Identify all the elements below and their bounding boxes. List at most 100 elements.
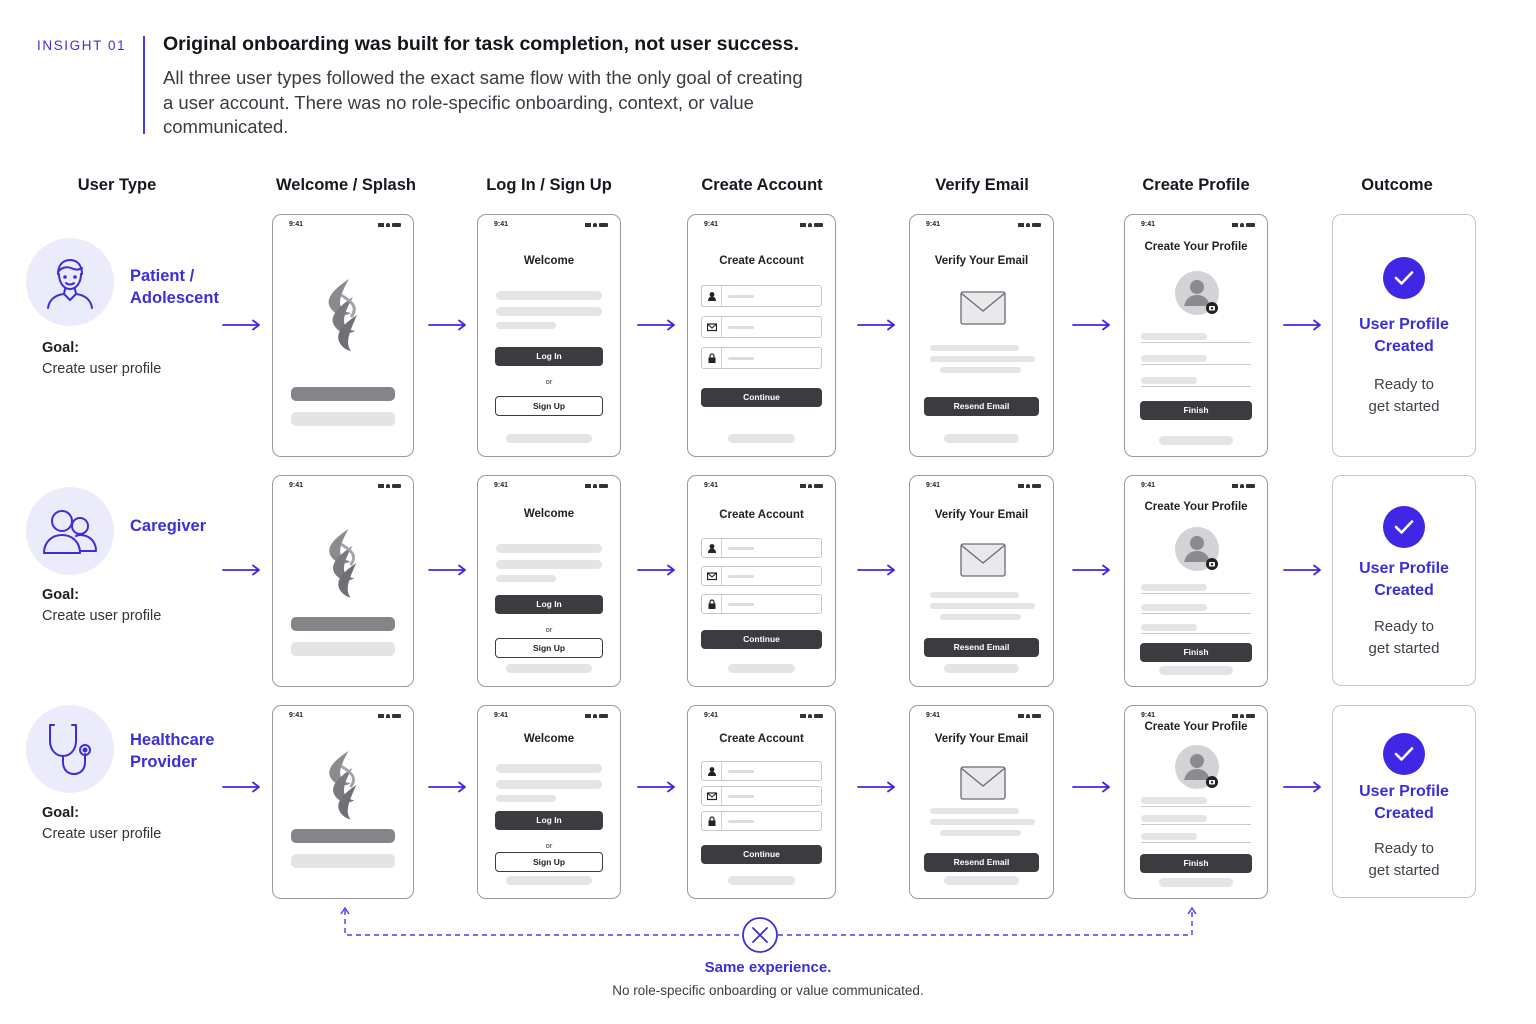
envelope-icon [960, 543, 1006, 577]
form-input-line [1141, 364, 1251, 365]
password-field[interactable] [701, 594, 822, 614]
screen-title: Create Your Profile [1144, 501, 1248, 513]
signal-icon [800, 714, 806, 718]
outcome-subtitle-line: Ready to [1373, 376, 1435, 393]
field-icon-box [702, 317, 722, 337]
flow-arrow-icon [1072, 781, 1110, 793]
success-check-icon [1383, 257, 1425, 299]
login-button[interactable]: Log In [495, 811, 603, 830]
resend-email-button[interactable]: Resend Email [924, 853, 1039, 872]
text-placeholder [930, 808, 1019, 814]
status-time: 9:41 [494, 712, 509, 719]
outcome-subtitle-line: Ready to [1373, 618, 1435, 635]
email-field[interactable] [701, 566, 822, 586]
text-placeholder [940, 830, 1021, 836]
lock-field-icon [708, 598, 715, 609]
text-placeholder [496, 307, 602, 316]
login-button[interactable]: Log In [495, 595, 603, 614]
wifi-icon [386, 714, 390, 718]
screen-title: Verify Your Email [934, 509, 1029, 521]
finish-button[interactable]: Finish [1140, 643, 1252, 662]
status-time: 9:41 [1141, 221, 1156, 228]
screen-title: Verify Your Email [934, 255, 1029, 267]
finish-button[interactable]: Finish [1140, 401, 1252, 420]
password-field[interactable] [701, 811, 822, 831]
wifi-icon [386, 223, 390, 227]
checkmark-glyph [1394, 747, 1414, 761]
insight-divider [143, 36, 145, 134]
primary-button-placeholder [291, 617, 395, 631]
status-time: 9:41 [926, 482, 941, 489]
flow-arrow-icon [428, 319, 466, 331]
signal-icon [1018, 714, 1024, 718]
flow-arrow-icon [428, 781, 466, 793]
signup-button[interactable]: Sign Up [495, 396, 603, 416]
login-button[interactable]: Log In [495, 347, 603, 366]
signup-button[interactable]: Sign Up [495, 638, 603, 658]
email-field[interactable] [701, 316, 822, 338]
footer-placeholder [944, 434, 1019, 443]
screen-title: Create Your Profile [1144, 241, 1248, 253]
text-placeholder [930, 345, 1019, 351]
battery-icon [1246, 484, 1255, 488]
status-time: 9:41 [289, 482, 304, 489]
signup-button[interactable]: Sign Up [495, 852, 603, 872]
wifi-icon [808, 714, 812, 718]
same-experience-title: Same experience. [704, 959, 832, 976]
flow-arrow-icon [222, 319, 260, 331]
battery-icon [1246, 223, 1255, 227]
profile-photo-placeholder [1174, 744, 1220, 790]
field-icon-box [702, 567, 722, 585]
status-bar: 9:41 [1141, 712, 1255, 722]
field-placeholder-line [728, 795, 754, 798]
field-placeholder-line [728, 326, 754, 329]
avatar-placeholder-icon [1175, 745, 1219, 789]
screen-title: Create Your Profile [1144, 721, 1248, 733]
continue-button[interactable]: Continue [701, 388, 822, 407]
outcome-title-line: User Profile [1359, 560, 1449, 577]
name-field[interactable] [701, 761, 822, 781]
flow-arrow-icon [637, 781, 675, 793]
continue-button[interactable]: Continue [701, 845, 822, 864]
password-field[interactable] [701, 347, 822, 369]
goal-label: Goal: [42, 587, 80, 603]
status-icons [585, 484, 608, 488]
outcome-subtitle-line: Ready to [1373, 840, 1435, 857]
email-field[interactable] [701, 786, 822, 806]
status-icons [1018, 223, 1041, 227]
name-field[interactable] [701, 538, 822, 558]
status-time: 9:41 [494, 482, 509, 489]
signal-icon [585, 223, 591, 227]
footer-placeholder [506, 664, 592, 673]
battery-icon [1032, 484, 1041, 488]
two-people-icon [43, 510, 97, 554]
resend-email-button[interactable]: Resend Email [924, 397, 1039, 416]
resend-email-button[interactable]: Resend Email [924, 638, 1039, 657]
signal-icon [378, 714, 384, 718]
flow-arrow-icon [637, 564, 675, 576]
user-field-icon [707, 543, 716, 553]
outcome-title-line: Created [1374, 337, 1434, 355]
text-placeholder [496, 780, 602, 789]
status-time: 9:41 [289, 712, 304, 719]
wifi-icon [593, 484, 597, 488]
signal-icon [800, 484, 806, 488]
status-time: 9:41 [1141, 482, 1156, 489]
finish-button[interactable]: Finish [1140, 854, 1252, 873]
continue-button[interactable]: Continue [701, 630, 822, 649]
flow-arrow-icon [222, 781, 260, 793]
text-placeholder [930, 356, 1035, 362]
status-time: 9:41 [704, 221, 719, 228]
welcome-splash-screen: 9:41 [272, 214, 414, 457]
field-icon-box [702, 595, 722, 613]
footer-placeholder [944, 664, 1019, 673]
wifi-icon [1026, 484, 1030, 488]
name-field[interactable] [701, 285, 822, 307]
